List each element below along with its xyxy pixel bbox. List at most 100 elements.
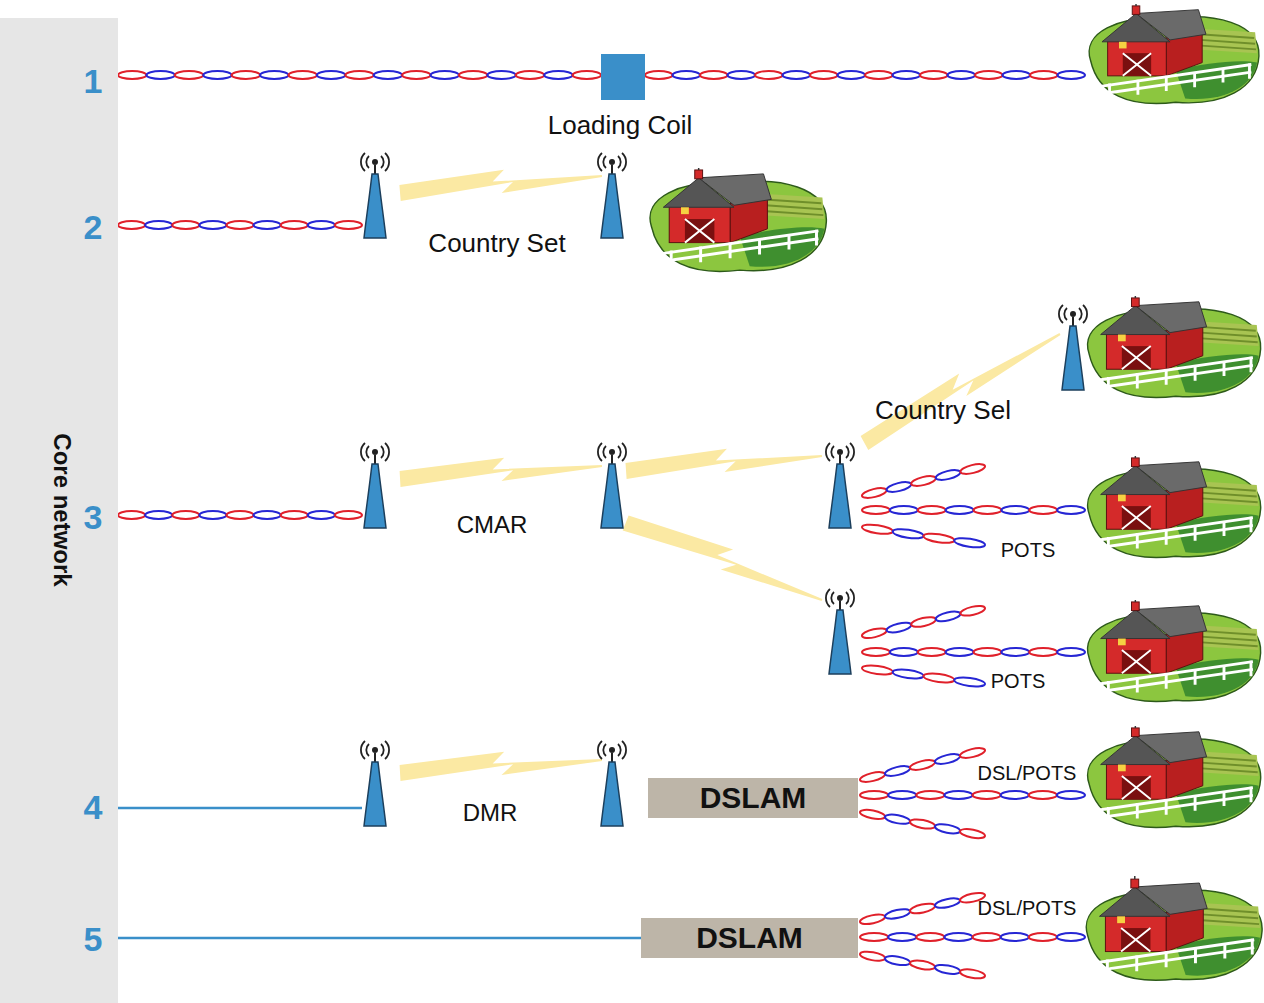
radio-link <box>626 449 823 479</box>
twisted-pair <box>910 474 936 488</box>
twisted-pair <box>892 668 924 680</box>
twisted-pair <box>374 71 402 79</box>
twisted-pair <box>516 71 544 79</box>
twisted-pair <box>1057 933 1085 941</box>
twisted-pair <box>1058 71 1086 79</box>
twisted-pair <box>317 71 345 79</box>
callout-number: 1 <box>84 63 103 100</box>
twisted-pair <box>861 626 887 639</box>
twisted-pair <box>254 221 281 229</box>
twisted-pair <box>288 71 316 79</box>
box-label: DSLAM <box>700 781 807 815</box>
band-title: Core network <box>48 433 76 586</box>
twisted-pairs <box>118 71 1085 980</box>
twisted-pair <box>203 71 231 79</box>
twisted-pair <box>308 221 335 229</box>
twisted-pair <box>118 221 145 229</box>
twisted-pair <box>226 511 253 519</box>
twisted-pair <box>1057 648 1085 656</box>
twisted-pair <box>909 902 936 915</box>
twisted-pair <box>838 71 866 79</box>
antennas <box>361 153 1087 826</box>
twisted-pair <box>974 506 1002 514</box>
twisted-pair <box>1029 791 1057 799</box>
twisted-pair <box>884 764 911 778</box>
twisted-pair <box>884 907 911 920</box>
radio-link <box>400 752 602 781</box>
twisted-pair <box>146 71 174 79</box>
twisted-pair <box>946 506 974 514</box>
twisted-pair <box>884 813 911 826</box>
twisted-pair <box>888 933 916 941</box>
twisted-pair <box>335 221 362 229</box>
twisted-pair <box>959 968 985 980</box>
radio-link <box>623 516 823 601</box>
twisted-pair <box>888 791 916 799</box>
twisted-pair <box>910 615 936 628</box>
twisted-pair <box>974 648 1002 656</box>
twisted-pair <box>1001 933 1029 941</box>
twisted-pair <box>884 954 910 966</box>
twisted-pair <box>1029 648 1057 656</box>
twisted-pair <box>918 648 946 656</box>
twisted-pair <box>728 71 756 79</box>
twisted-pair <box>975 71 1003 79</box>
loading-coil <box>601 54 645 100</box>
twisted-pair <box>199 511 226 519</box>
twisted-pair <box>459 71 487 79</box>
twisted-pair <box>1001 791 1029 799</box>
twisted-pair <box>859 913 886 926</box>
twisted-pair <box>923 672 955 684</box>
callout-number: 4 <box>84 789 103 826</box>
dslam-box: DSLAM <box>648 778 858 818</box>
part-label: DMR <box>463 800 518 826</box>
radio-link <box>399 170 602 201</box>
twisted-pair <box>859 770 886 784</box>
twisted-pair <box>308 511 335 519</box>
twisted-pair <box>934 822 961 835</box>
twisted-pair <box>860 933 888 941</box>
twisted-pair <box>783 71 811 79</box>
part-label: Country Set <box>428 229 565 258</box>
twisted-pair <box>281 221 308 229</box>
twisted-pair <box>920 71 948 79</box>
twisted-pair <box>175 71 203 79</box>
twisted-pair <box>755 71 783 79</box>
twisted-pair <box>260 71 288 79</box>
twisted-pair <box>959 746 986 760</box>
twisted-pair <box>918 506 946 514</box>
twisted-pair <box>172 221 199 229</box>
twisted-pair <box>935 610 961 623</box>
twisted-pair <box>487 71 515 79</box>
line-label: POTS <box>1001 539 1055 561</box>
radio-link <box>400 458 602 487</box>
line-label: POTS <box>991 670 1045 692</box>
twisted-pair <box>1001 506 1029 514</box>
twisted-pair <box>954 537 986 549</box>
twisted-pair <box>1003 71 1031 79</box>
twisted-pair <box>402 71 430 79</box>
twisted-pair <box>859 808 886 821</box>
twisted-pair <box>700 71 728 79</box>
twisted-pair <box>859 950 885 962</box>
twisted-pair <box>934 752 961 766</box>
fiber-line <box>118 807 362 810</box>
part-label: CMAR <box>457 512 528 538</box>
twisted-pair <box>860 791 888 799</box>
box-label: DSLAM <box>696 921 803 955</box>
twisted-pair <box>1030 71 1058 79</box>
twisted-pair <box>893 71 921 79</box>
twisted-pair <box>145 511 172 519</box>
dslam-box: DSLAM <box>641 918 858 958</box>
twisted-pair <box>973 933 1001 941</box>
twisted-pair <box>890 648 918 656</box>
radio-link <box>861 333 1061 450</box>
part-label: Country Sel <box>875 396 1011 425</box>
twisted-pair <box>946 648 974 656</box>
twisted-pair <box>861 523 893 535</box>
line-label: DSL/POTS <box>978 762 1077 784</box>
twisted-pair <box>862 506 890 514</box>
twisted-pair <box>1001 648 1029 656</box>
twisted-pair <box>954 676 986 688</box>
twisted-pair <box>935 468 961 482</box>
